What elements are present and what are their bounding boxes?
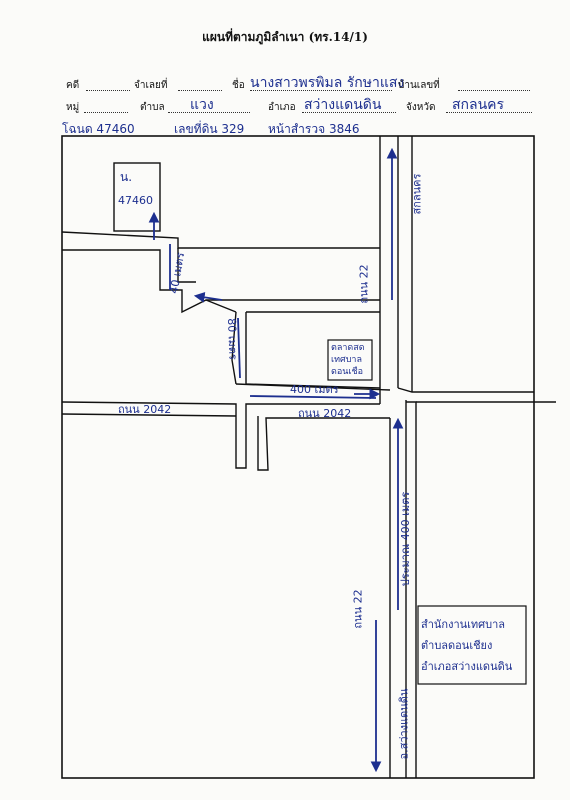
office-line: สำนักงานเทศบาล <box>421 618 506 631</box>
route-400-line <box>249 395 377 399</box>
road-2042-upper-edge <box>61 401 380 469</box>
label-house-no: บ้านเลขที่ <box>398 80 440 91</box>
upper-road-top-edge <box>61 231 380 249</box>
label-road22-top: ถนน 22 <box>357 264 371 304</box>
map-frame <box>61 135 535 779</box>
case-blank <box>86 90 130 91</box>
plot-box <box>113 162 161 232</box>
label-control-no: จำเลยที่ <box>134 80 168 91</box>
label-road22-bottom: ถนน 22 <box>351 589 365 629</box>
label-distance-vertical: ประมาณ 400 เมตร <box>399 491 413 587</box>
amphoe-value: สว่างแดนดิน <box>304 97 382 113</box>
label-tambon: ตำบล <box>140 102 165 113</box>
road-2042-lower-edge <box>257 416 390 471</box>
east-road-top <box>397 387 534 393</box>
label-road-left: ถนน 2042 <box>118 403 172 416</box>
label-amphoe: อำเภอ <box>268 102 296 113</box>
survey-page: หน้าสำรวจ 3846 <box>268 122 360 136</box>
office-text: สำนักงานเทศบาล ตำบลดอนเชียง อำเภอสว่างแด… <box>421 614 512 677</box>
office-line: ตำบลดอนเชียง <box>421 639 493 652</box>
tambon-blank <box>168 112 250 113</box>
label-case: คดี <box>66 80 80 91</box>
form-title: แผนที่ตามภูมิลำเนา (ทร.14/1) <box>202 30 368 44</box>
road-top-edge-east <box>235 383 391 391</box>
name-blank <box>250 90 392 91</box>
office-line: อำเภอสว่างแดนดิน <box>421 660 513 673</box>
connector <box>205 299 237 313</box>
deed-number: โฉนด 47460 <box>62 122 135 136</box>
province-blank <box>446 112 532 113</box>
road-2042-left-lower <box>61 413 237 417</box>
label-province: จังหวัด <box>406 102 436 113</box>
label-moo: หมู่ <box>66 102 80 113</box>
market-line: ตลาดสด <box>331 343 365 353</box>
control-no-blank <box>178 90 222 91</box>
path-40-edge <box>177 248 196 283</box>
plot-label-line1: น. <box>120 170 133 184</box>
upper-road-lower-edge <box>62 249 380 314</box>
arrow-40 <box>193 291 223 303</box>
province-value: สกลนคร <box>452 97 505 113</box>
moo-blank <box>84 112 128 113</box>
label-80m: 80 เมตร <box>225 318 240 361</box>
tambon-value: แวง <box>190 97 214 113</box>
house-no-blank <box>458 90 530 91</box>
market-line: ดอนเชือ <box>331 367 363 377</box>
amphoe-blank <box>302 112 396 113</box>
path-80-left-edge <box>231 311 237 385</box>
market-line: เทศบาล <box>331 355 363 365</box>
name-value: นางสาวพรพิมล รักษาแสง <box>250 75 405 91</box>
market-box <box>327 339 373 381</box>
route-80-line <box>237 317 241 379</box>
market-text: ตลาดสด เทศบาล ดอนเชือ <box>331 342 365 378</box>
plot-label-line2: 47460 <box>118 194 153 207</box>
label-400m: 400 เมตร <box>290 383 339 396</box>
label-dir-bottom: อ.สว่างแดนดิน <box>397 688 411 760</box>
label-dir-top: สกลนคร <box>410 173 424 215</box>
label-name: ชื่อ <box>232 80 245 91</box>
label-road-mid: ถนน 2042 <box>298 407 352 420</box>
land-number: เลขที่ดิน 329 <box>174 122 245 136</box>
office-box <box>417 605 527 685</box>
